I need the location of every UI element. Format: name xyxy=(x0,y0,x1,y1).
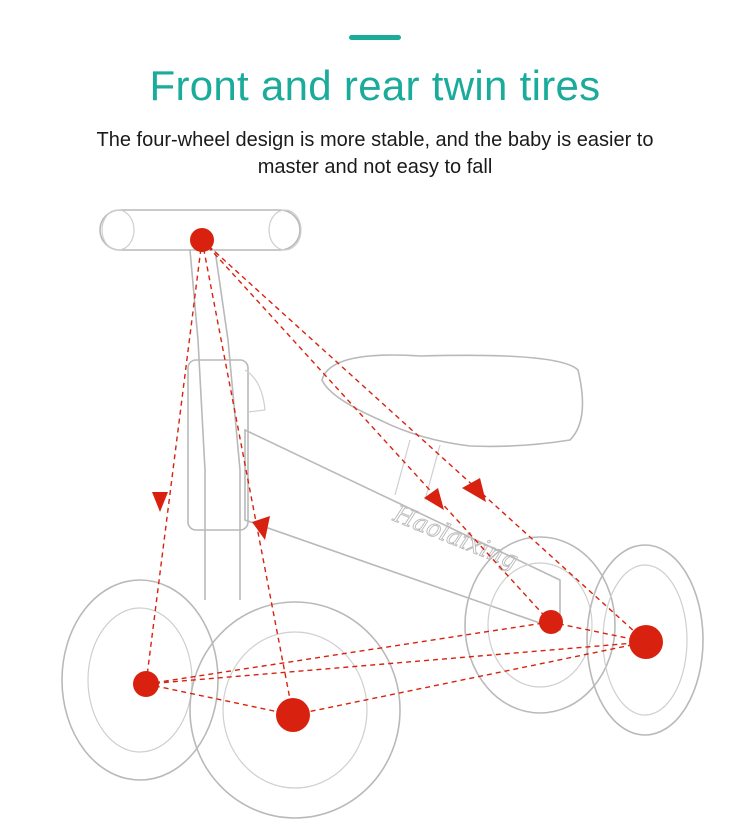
frame xyxy=(244,428,561,632)
arrow-rear-right xyxy=(462,478,486,502)
arrow-front-left xyxy=(152,492,168,512)
page-title: Front and rear twin tires xyxy=(149,62,601,109)
force-lines xyxy=(145,239,647,716)
steering-column-right xyxy=(214,249,241,600)
line-base-4 xyxy=(145,641,647,685)
contact-markers xyxy=(133,228,663,732)
arrow-rear-left xyxy=(424,488,444,510)
line-base-2 xyxy=(145,683,294,716)
front-right-rim xyxy=(222,631,368,789)
head-tube xyxy=(187,359,249,531)
rear-right-wheel xyxy=(586,544,704,736)
rear-right-marker xyxy=(629,625,663,659)
front-left-marker xyxy=(133,671,159,697)
accent-bar xyxy=(349,35,401,40)
front-right-wheel xyxy=(189,601,401,819)
line-handle-rear-right xyxy=(201,239,647,643)
right-grip xyxy=(268,209,302,251)
line-base-3 xyxy=(292,641,647,716)
rear-left-rim xyxy=(487,562,593,688)
arrow-front-right xyxy=(252,516,270,540)
handle-marker xyxy=(190,228,214,252)
left-grip xyxy=(101,209,135,251)
front-right-marker xyxy=(276,698,310,732)
rear-right-rim xyxy=(602,564,688,716)
rear-left-marker xyxy=(539,610,563,634)
arrow-heads xyxy=(152,478,486,540)
bike-outline: Haolaixing xyxy=(61,209,704,819)
seat xyxy=(321,354,584,448)
frame-text: Haolaixing xyxy=(389,499,522,575)
rear-left-wheel xyxy=(464,536,616,714)
page-subtitle: The four-wheel design is more stable, an… xyxy=(96,129,654,178)
steering-column-left xyxy=(189,249,206,600)
balance-bike-illustration: Haolaixing xyxy=(61,209,704,819)
seat-post xyxy=(394,439,441,501)
bell xyxy=(244,369,266,413)
line-handle-front-left xyxy=(145,239,203,685)
front-left-wheel xyxy=(61,579,219,781)
